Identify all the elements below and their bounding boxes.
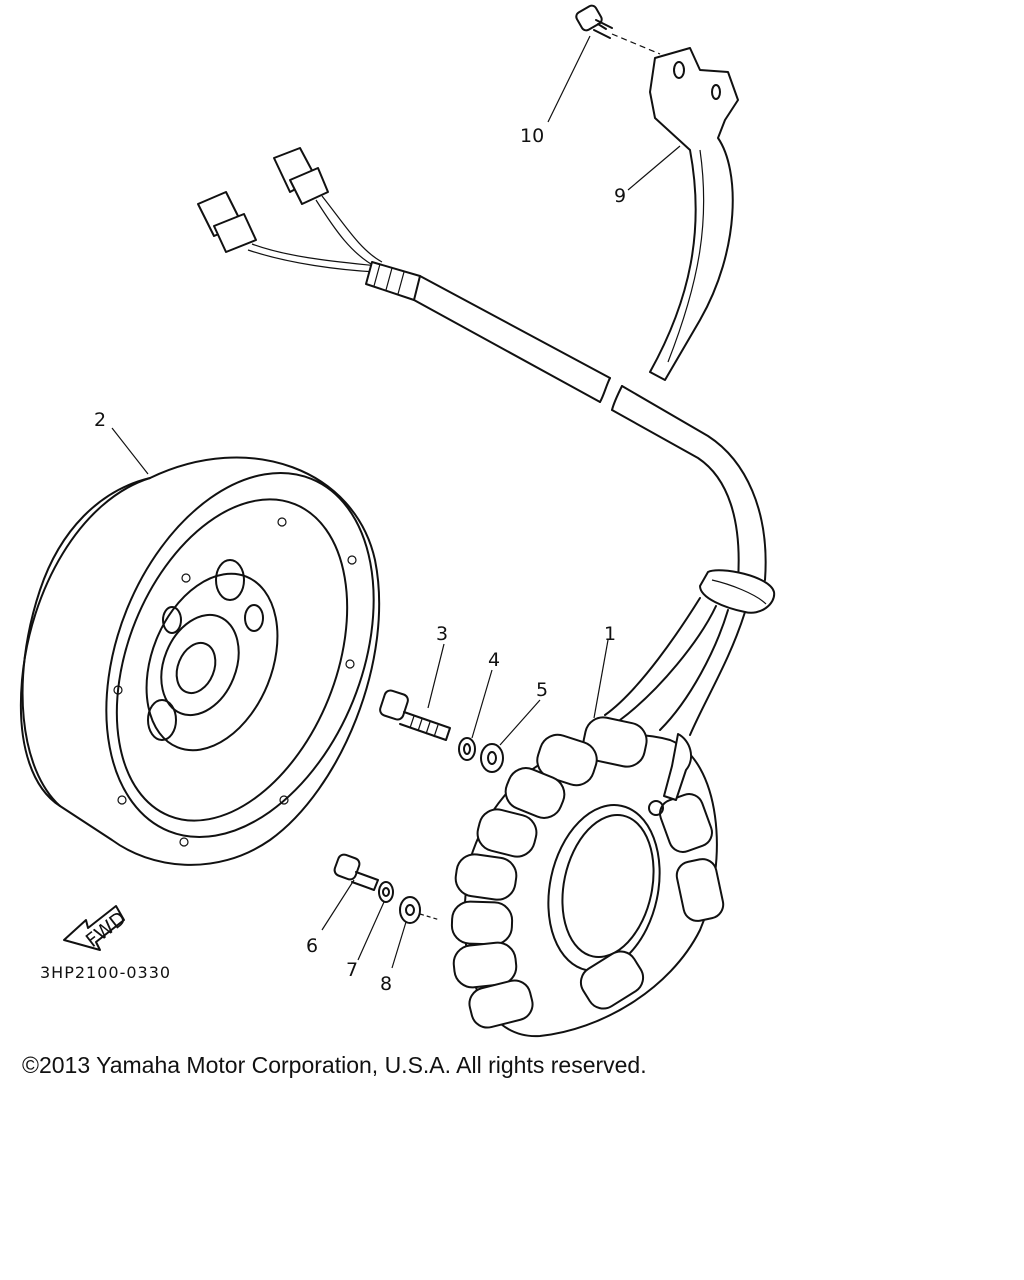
part-2-flywheel-rotor (19, 456, 381, 866)
label-part-3: 3 (436, 623, 448, 645)
label-part-6: 6 (306, 935, 318, 957)
fwd-arrow: FWD (63, 905, 130, 952)
part-5-washer (480, 743, 504, 773)
wire-harness (197, 147, 776, 736)
generator-exploded-diagram: 1 2 3 4 5 6 7 8 9 10 FWD 3HP2100-0330 (19, 4, 776, 1038)
part-1-stator (450, 716, 725, 1038)
drawing-code: 3HP2100-0330 (40, 963, 171, 982)
label-part-4: 4 (488, 649, 500, 671)
leader-lines (111, 35, 681, 969)
part-7-lock-washer (378, 881, 394, 903)
copyright-notice: ©2013 Yamaha Motor Corporation, U.S.A. A… (22, 1052, 647, 1078)
label-part-8: 8 (380, 973, 392, 995)
label-part-10: 10 (520, 125, 544, 147)
label-part-2: 2 (94, 409, 106, 431)
part-number-labels: 1 2 3 4 5 6 7 8 9 10 (94, 125, 626, 995)
part-8-washer (399, 896, 441, 924)
part-4-lock-washer (458, 737, 476, 761)
label-part-9: 9 (614, 185, 626, 207)
part-6-screw (333, 853, 379, 891)
part-10-screw (575, 4, 661, 55)
label-part-1: 1 (604, 623, 616, 645)
part-3-bolt (379, 689, 451, 741)
label-part-5: 5 (536, 679, 548, 701)
label-part-7: 7 (346, 959, 358, 981)
part-9-bracket (649, 47, 739, 381)
